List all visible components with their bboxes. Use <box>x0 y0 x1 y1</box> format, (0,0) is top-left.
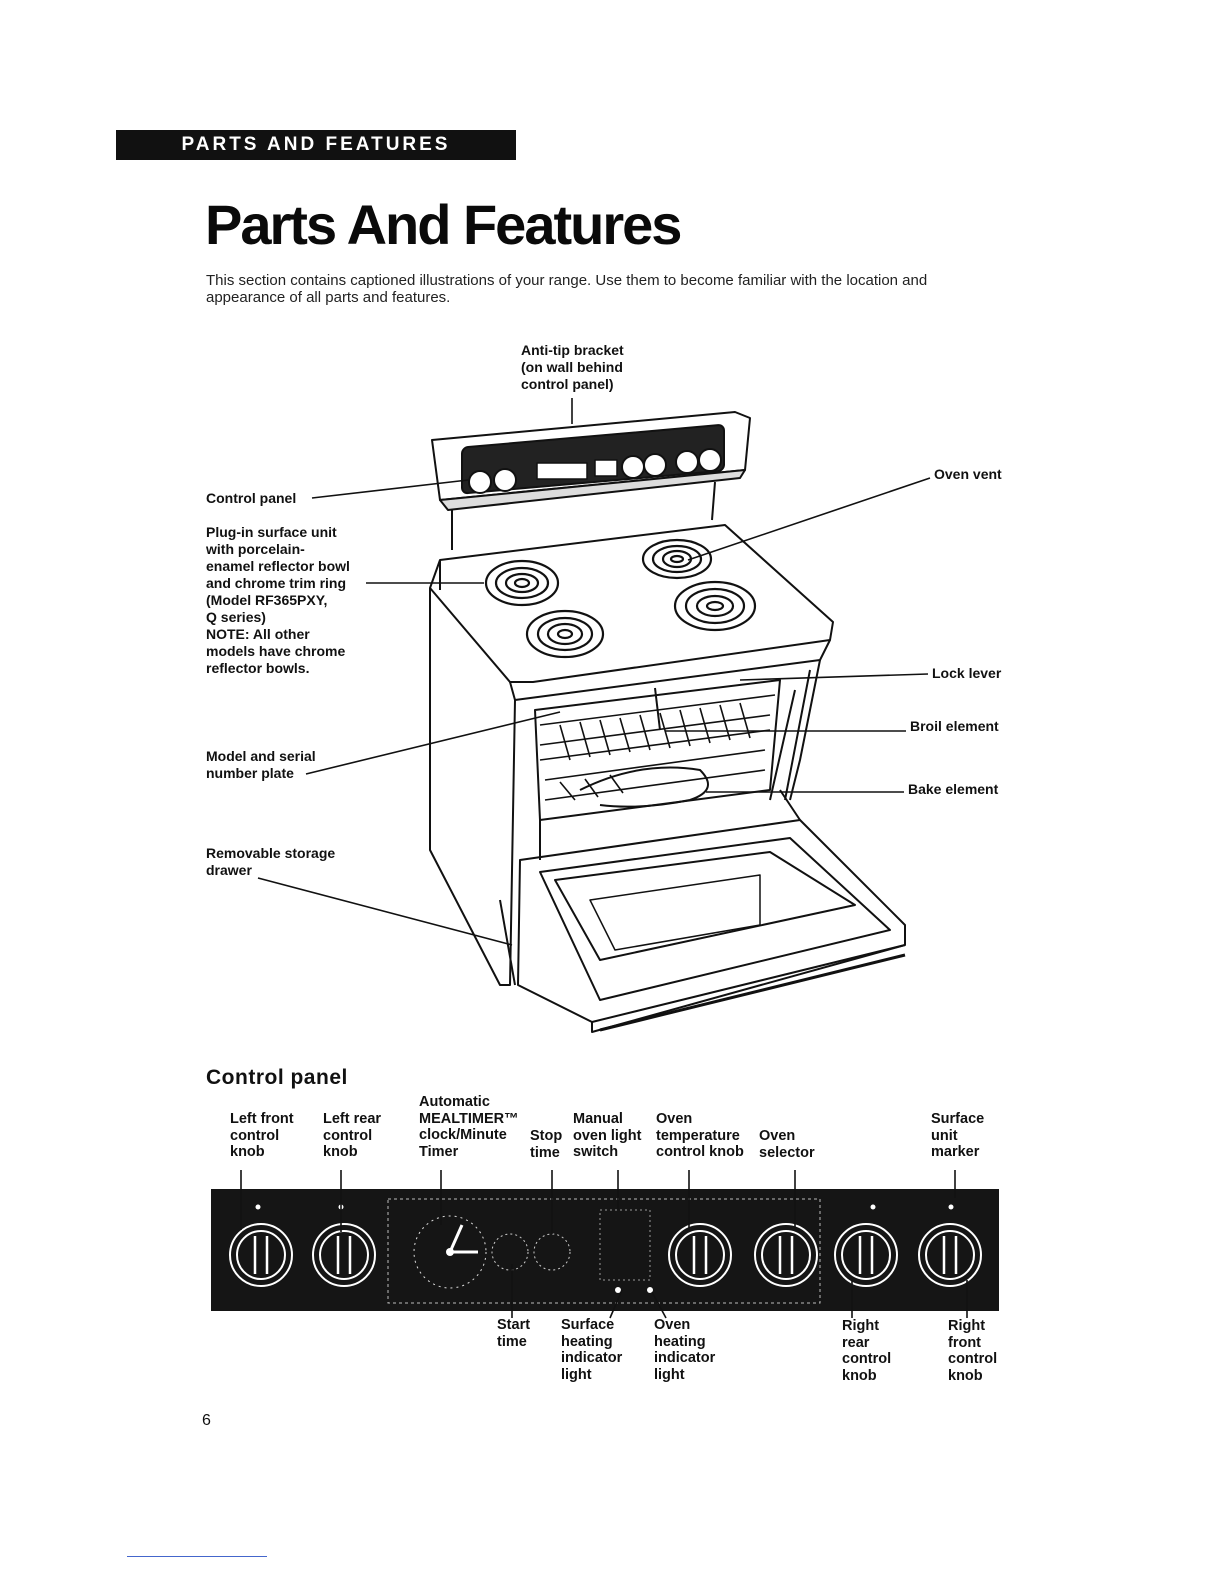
section-banner: PARTS AND FEATURES <box>116 130 516 160</box>
label-control-panel: Control panel <box>206 490 297 506</box>
footer-rule <box>127 1556 267 1557</box>
page-title: Parts And Features <box>205 193 682 256</box>
label-lock-lever: Lock lever <box>932 665 1002 681</box>
page-number: 6 <box>202 1412 211 1429</box>
label-oven-vent: Oven vent <box>934 466 1002 482</box>
label-broil-element: Broil element <box>910 718 999 734</box>
intro-paragraph: This section contains captioned illustra… <box>206 272 928 306</box>
label-bake-element: Bake element <box>908 781 999 797</box>
control-panel-heading: Control panel <box>206 1066 348 1089</box>
